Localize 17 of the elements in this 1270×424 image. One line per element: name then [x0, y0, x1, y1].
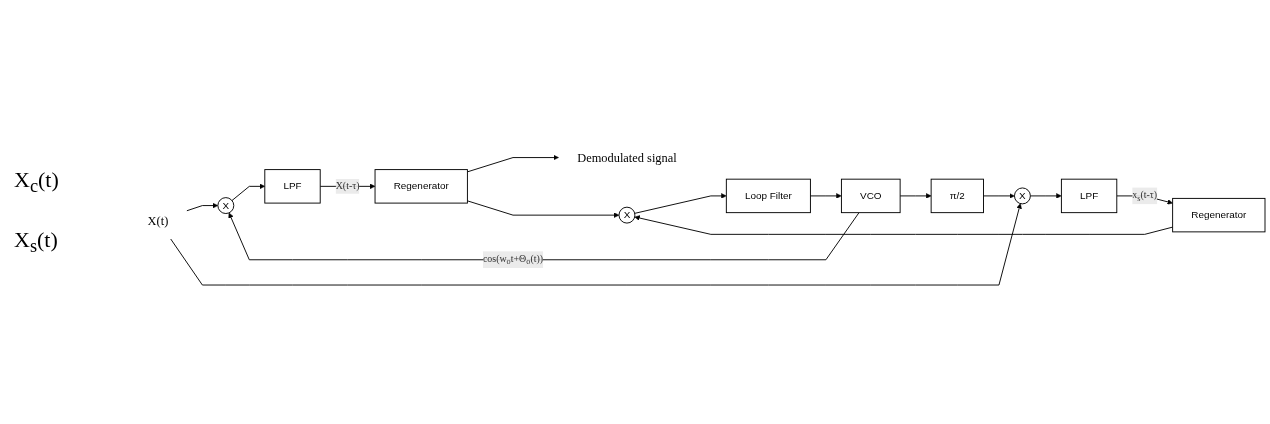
node-box: LPF	[264, 169, 321, 204]
edge-label: x$_{s}$(t-τ)	[1132, 189, 1158, 203]
signal-label: X$_{s}$(t)	[14, 227, 59, 258]
edge-label: X(t-τ)	[335, 180, 360, 192]
node-box: VCO	[840, 178, 901, 214]
node-text: X(t)	[147, 213, 169, 228]
node-box: π/2	[930, 178, 984, 214]
node-circle: X	[217, 197, 235, 214]
node-circle: X	[618, 206, 636, 224]
signal-label: X$_{c}$(t)	[14, 166, 60, 197]
edge-label: cos(w$_{o}$t+Θ$_{o}$(t))	[482, 253, 544, 267]
node-box: Loop Filter	[725, 178, 811, 214]
node-box: LPF	[1060, 178, 1118, 214]
node-box: Regenerator	[1172, 197, 1266, 233]
node-text: Demodulated signal	[577, 150, 677, 165]
node-circle: X	[1014, 187, 1031, 205]
node-box: Regenerator	[374, 169, 468, 204]
